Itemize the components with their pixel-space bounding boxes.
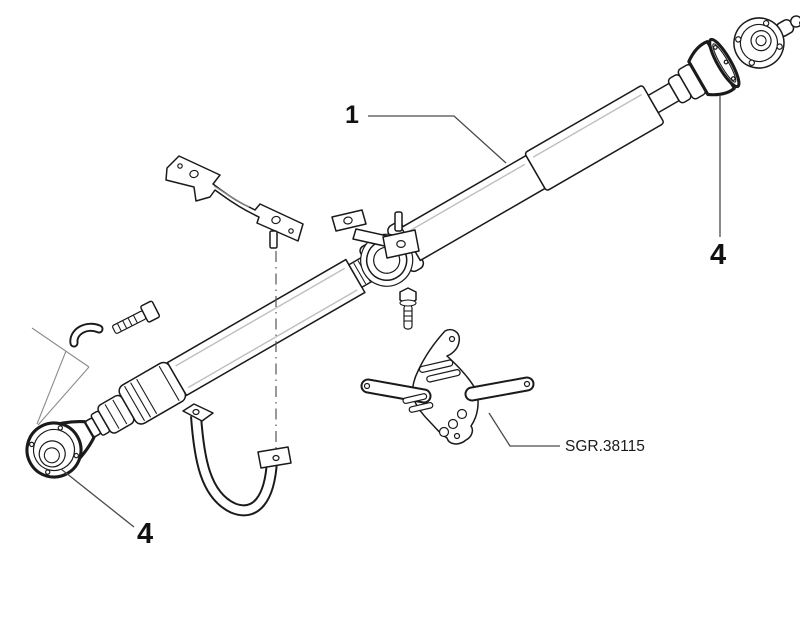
right-cv-joint: [687, 37, 741, 97]
left-cv-joint: [25, 410, 111, 479]
leader-line-1: [368, 115, 507, 164]
center-universal-joint: [348, 221, 425, 289]
callout-4-left-label: 4: [137, 518, 153, 550]
callout-1-label: 1: [345, 101, 359, 129]
leader-line-4-left: [60, 468, 135, 528]
heat-shield-ribs: [402, 359, 461, 413]
clamp-bolt: [112, 300, 161, 334]
center-bearing-bracket: [331, 209, 420, 259]
clamp-half-collar: [69, 322, 104, 348]
heat-shield: [360, 328, 535, 445]
support-bolt: [399, 287, 417, 330]
companion-flange: [733, 15, 800, 69]
mounting-bracket: [165, 155, 304, 249]
guide-fork-lines: [31, 327, 90, 426]
leader-line-part-code: [488, 412, 560, 447]
u-strap-clamp: [182, 403, 292, 517]
shaft-tube-front: [166, 258, 366, 397]
propeller-shaft: [25, 15, 800, 479]
part-code-label: SGR.38115: [565, 438, 645, 455]
shaft-tube-rear: [400, 63, 707, 262]
callout-4-right-label: 4: [710, 239, 726, 271]
